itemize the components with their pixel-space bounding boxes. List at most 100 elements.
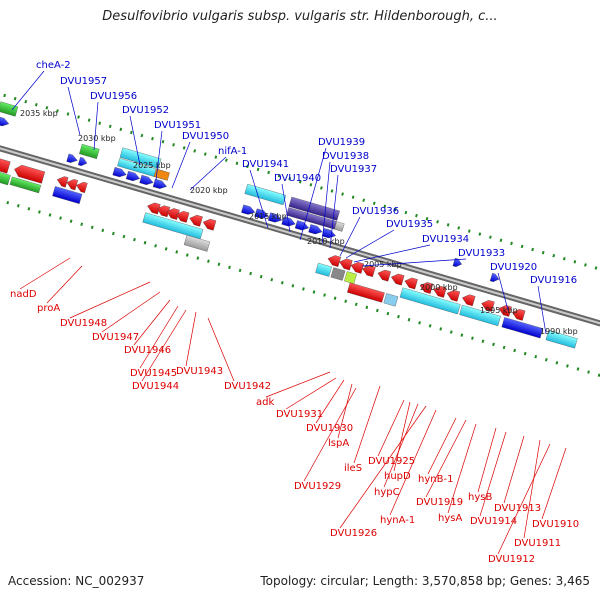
reverse-gene-arrow xyxy=(377,269,391,282)
reverse-gene-label: nadD xyxy=(10,289,37,300)
reverse-gene-label: DVU1913 xyxy=(494,503,541,514)
tick-label: 1990 kbp xyxy=(540,327,578,336)
reverse-leader-line xyxy=(377,399,405,457)
forward-gene-arrow xyxy=(294,220,309,231)
reverse-feature-box xyxy=(9,176,42,194)
reverse-leader-line xyxy=(141,309,187,382)
inner-dotted-track xyxy=(0,198,600,377)
forward-gene-label: DVU1957 xyxy=(60,76,107,87)
forward-leader-line xyxy=(361,258,467,267)
reverse-gene-arrow xyxy=(419,282,434,294)
reverse-gene-arrow xyxy=(327,255,342,267)
reverse-gene-label: DVU1943 xyxy=(176,366,223,377)
reverse-gene-arrow xyxy=(446,290,461,302)
reverse-leader-line xyxy=(393,401,411,472)
reverse-gene-label: hupD xyxy=(384,471,411,482)
reverse-gene-arrow xyxy=(76,181,88,193)
reverse-gene-arrow xyxy=(66,179,78,191)
tick-label: 2020 kbp xyxy=(190,186,228,195)
reverse-gene-label: DVU1929 xyxy=(294,481,341,492)
forward-gene-arrow xyxy=(0,115,10,127)
reverse-leader-line xyxy=(285,377,337,410)
forward-gene-arrow xyxy=(66,153,78,163)
forward-leader-line xyxy=(329,174,339,249)
reverse-gene-arrow xyxy=(156,205,171,218)
tick-label: 2030 kbp xyxy=(78,134,116,143)
reverse-gene-arrow xyxy=(166,208,180,220)
forward-gene-arrow xyxy=(139,174,154,185)
reverse-feature-box xyxy=(142,212,204,240)
forward-leader-line xyxy=(129,115,141,166)
reverse-leader-line xyxy=(207,317,235,382)
forward-gene-arrow xyxy=(152,178,167,189)
forward-gene-arrow xyxy=(268,212,283,223)
topology-summary: Topology: circular; Length: 3,570,858 bp… xyxy=(260,574,590,588)
reverse-feature-box xyxy=(315,262,332,277)
forward-gene-label: DVU1935 xyxy=(386,219,433,230)
reverse-gene-label: DVU1926 xyxy=(330,528,377,539)
reverse-leader-line xyxy=(19,257,71,290)
reverse-leader-line xyxy=(541,447,567,520)
reverse-feature-box xyxy=(383,293,399,307)
reverse-leader-line xyxy=(479,431,507,517)
accession-text: Accession: NC_002937 xyxy=(8,574,145,588)
forward-gene-arrow xyxy=(452,257,462,267)
reverse-feature-box xyxy=(330,267,346,281)
reverse-gene-label: DVU1914 xyxy=(470,516,517,527)
reverse-gene-arrow xyxy=(481,300,495,312)
reverse-gene-label: DVU1947 xyxy=(92,332,139,343)
forward-gene-arrow xyxy=(489,273,500,282)
reverse-gene-label: DVU1931 xyxy=(276,409,323,420)
forward-leader-line xyxy=(189,156,227,191)
forward-leader-line xyxy=(537,285,547,335)
reverse-gene-label: ileS xyxy=(344,463,362,474)
reverse-gene-label: DVU1948 xyxy=(60,318,107,329)
forward-gene-label: DVU1941 xyxy=(242,159,289,170)
tick-label: 2035 kbp xyxy=(20,109,58,118)
reverse-leader-line xyxy=(427,417,457,475)
reverse-gene-arrow xyxy=(391,273,405,286)
reverse-gene-label: DVU1911 xyxy=(514,538,561,549)
reverse-gene-arrow xyxy=(362,265,376,277)
forward-gene-label: DVU1956 xyxy=(90,91,137,102)
reverse-gene-label: hysA xyxy=(438,513,462,524)
forward-gene-label: cheA-2 xyxy=(36,60,71,71)
reverse-leader-line xyxy=(353,385,381,464)
reverse-leader-line xyxy=(265,371,331,398)
forward-leader-line xyxy=(345,229,395,259)
reverse-leader-line xyxy=(389,409,437,516)
forward-gene-label: nifA-1 xyxy=(218,146,247,157)
reverse-gene-arrow xyxy=(512,309,526,321)
forward-feature-box xyxy=(119,147,162,169)
forward-gene-label: DVU1934 xyxy=(422,234,469,245)
reverse-feature-box xyxy=(344,271,357,285)
reverse-feature-box xyxy=(0,166,11,186)
forward-leader-line xyxy=(299,147,327,241)
reverse-gene-arrow xyxy=(350,262,365,274)
forward-feature-box xyxy=(334,221,345,232)
reverse-gene-label: DVU1912 xyxy=(488,554,535,565)
reverse-leader-line xyxy=(339,405,427,529)
reverse-leader-line xyxy=(503,435,525,504)
reverse-leader-line xyxy=(303,387,357,482)
forward-gene-label: DVU1916 xyxy=(530,275,577,286)
reverse-gene-label: DVU1910 xyxy=(532,519,579,530)
reverse-gene-arrow xyxy=(56,176,69,188)
forward-leader-line xyxy=(497,272,509,311)
forward-gene-label: DVU1950 xyxy=(182,131,229,142)
forward-gene-arrow xyxy=(112,167,127,178)
reverse-gene-arrow xyxy=(202,218,217,231)
forward-leader-line xyxy=(321,161,331,245)
reverse-leader-line xyxy=(523,439,541,539)
reverse-gene-label: DVU1942 xyxy=(224,381,271,392)
reverse-gene-label: DVU1919 xyxy=(416,497,463,508)
reverse-gene-label: hypC xyxy=(374,487,400,498)
tick-label: 1995 kbp xyxy=(480,306,518,315)
backbone-highlight xyxy=(0,147,600,325)
forward-feature-box xyxy=(244,183,287,206)
forward-leader-line xyxy=(155,130,163,181)
forward-gene-label: DVU1933 xyxy=(458,248,505,259)
forward-leader-line xyxy=(281,183,291,233)
